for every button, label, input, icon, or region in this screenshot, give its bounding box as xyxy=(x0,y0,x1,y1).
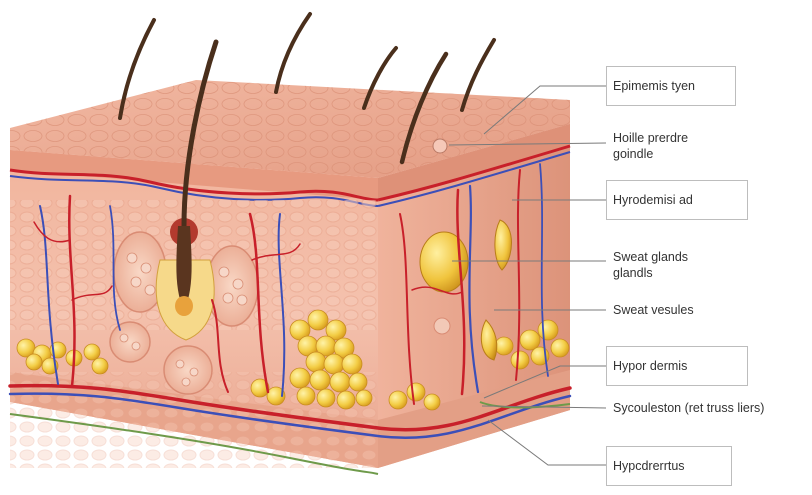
label-hypodrerrtus-text: Hypcdrerrtus xyxy=(613,458,685,474)
label-sweat-glands: Sweat glands glandls xyxy=(613,249,688,281)
label-sweat-vesules: Sweat vesules xyxy=(613,302,694,318)
label-hypodrerrtus: Hypcdrerrtus xyxy=(606,446,732,486)
label-sycouleston: Sycouleston (ret truss liers) xyxy=(613,400,764,416)
skin-pore xyxy=(433,139,447,153)
label-hypor-dermis-text: Hypor dermis xyxy=(613,358,687,374)
label-hypodermis-ad: Hyrodemisi ad xyxy=(606,180,748,220)
label-hypor-dermis: Hypor dermis xyxy=(606,346,748,386)
label-hypodermis-ad-text: Hyrodemisi ad xyxy=(613,192,693,208)
label-epidermis-text: Epimemis tyen xyxy=(613,78,695,94)
hair-follicle-root xyxy=(175,226,193,316)
label-hair-follicle: Hoille prerdre goindle xyxy=(613,130,688,162)
label-epidermis: Epimemis tyen xyxy=(606,66,736,106)
